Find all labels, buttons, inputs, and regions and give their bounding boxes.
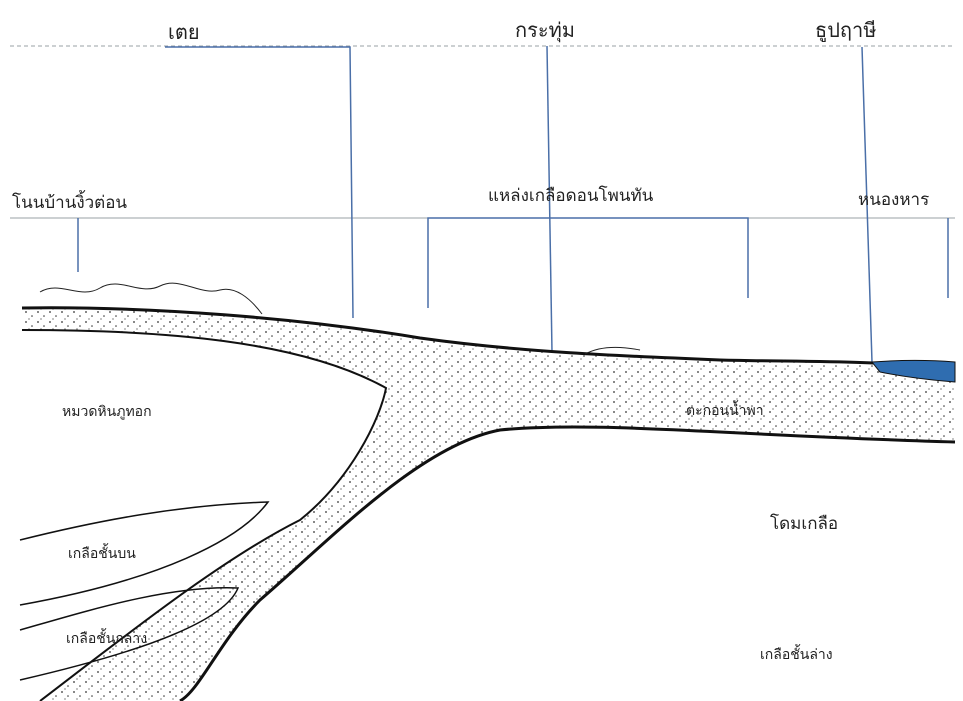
nong-han-label: หนองหาร: [858, 192, 929, 209]
toei-leader-line: [165, 47, 353, 318]
thuup-rue-si-label: ธูปฤาษี: [815, 20, 876, 40]
non-ban-ngiu-ton-label: โนนบ้านงิ้วต่อน: [12, 195, 127, 212]
toei-label: เตย: [168, 22, 200, 42]
water-sediment-label: ตะกอนน้ำพา: [686, 404, 764, 418]
upper-salt-label: เกลือชั้นบน: [68, 547, 136, 561]
krathum-label: กระทุ่ม: [515, 20, 575, 40]
sediment-layer: [22, 308, 955, 701]
salt-source-bracket: [428, 218, 748, 308]
phu-thok-label: หมวดหินภูทอก: [62, 405, 152, 419]
lower-salt-label: เกลือชั้นล่าง: [760, 648, 833, 662]
salt-source-label: แหล่งเกลือดอนโพนทัน: [488, 188, 653, 205]
middle-salt-label: เกลือชั้นกลาง: [66, 632, 147, 646]
salt-dome-label: โดมเกลือ: [770, 516, 838, 533]
